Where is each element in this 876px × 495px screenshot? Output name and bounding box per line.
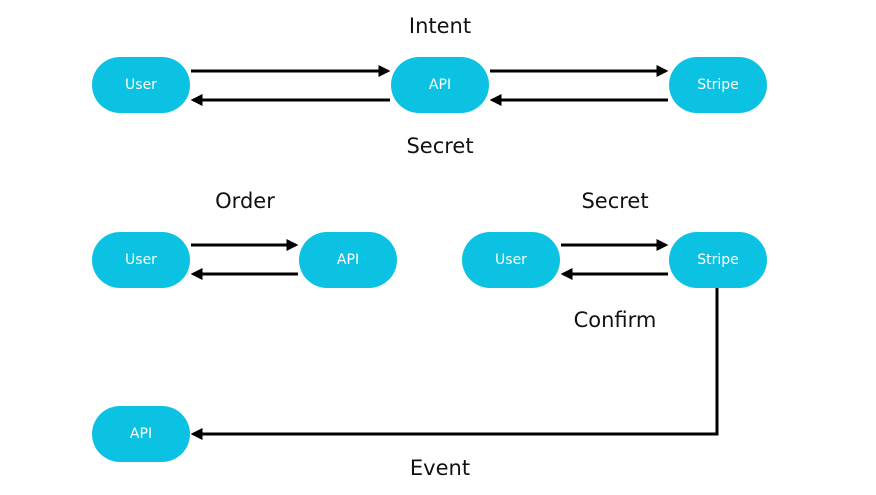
node-user-secret: User	[462, 232, 560, 288]
node-stripe-secret: Stripe	[669, 232, 767, 288]
node-api-bottom: API	[92, 406, 190, 462]
node-user-top: User	[92, 57, 190, 113]
arrow-stripe-to-api-event	[190, 288, 719, 440]
label-secret-top: Secret	[406, 134, 474, 158]
label-secret-mid: Secret	[581, 189, 649, 213]
node-api-top: API	[391, 57, 489, 113]
node-api-order: API	[299, 232, 397, 288]
label-event: Event	[409, 456, 471, 480]
label-order: Order	[215, 189, 275, 213]
node-user-order: User	[92, 232, 190, 288]
label-confirm: Confirm	[573, 308, 657, 332]
node-stripe-top: Stripe	[669, 57, 767, 113]
label-intent: Intent	[408, 14, 472, 38]
